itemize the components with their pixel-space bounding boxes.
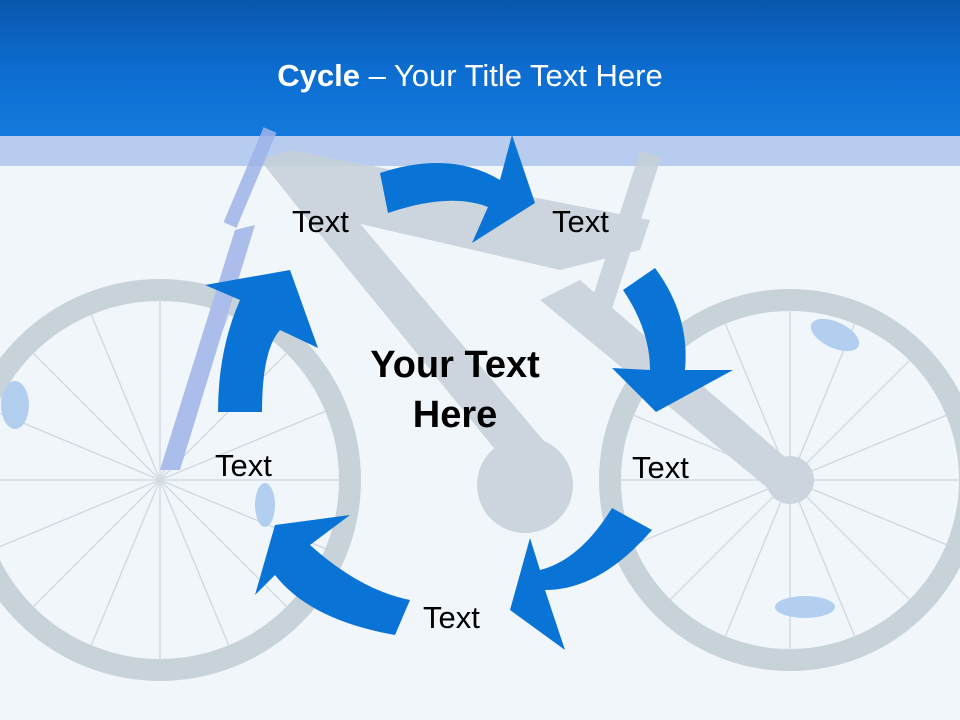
bike-chainring xyxy=(477,437,573,533)
cycle-label-4: Text xyxy=(423,600,480,635)
cycle-label-3: Text xyxy=(632,450,689,485)
center-line-2: Here xyxy=(412,394,498,436)
cycle-label-1: Text xyxy=(292,204,349,239)
title-bar xyxy=(0,0,960,136)
bike-frame-top-tube xyxy=(260,150,650,270)
cycle-arrow-top xyxy=(380,135,535,243)
front-wheel-tire xyxy=(0,279,361,681)
slide-title-rest: – Your Title Text Here xyxy=(360,58,663,93)
title-accent-band xyxy=(0,136,960,166)
cycle-arrow-bottom-left xyxy=(255,515,410,635)
bike-seat-post xyxy=(590,150,662,310)
cycle-center-text: Your Text Here xyxy=(340,340,570,440)
cycle-arrow-bottom-right xyxy=(510,508,652,650)
rear-wheel-tire xyxy=(599,289,960,671)
cycle-arrow-right xyxy=(612,268,733,412)
slide-title: Cycle – Your Title Text Here xyxy=(0,56,940,96)
cycle-arrow-left xyxy=(205,270,318,412)
center-line-1: Your Text xyxy=(370,344,540,386)
bike-frame-down-tube xyxy=(300,200,560,480)
cycle-label-2: Text xyxy=(552,204,609,239)
slide-title-bold: Cycle xyxy=(277,58,360,93)
cycle-label-5: Text xyxy=(215,448,272,483)
